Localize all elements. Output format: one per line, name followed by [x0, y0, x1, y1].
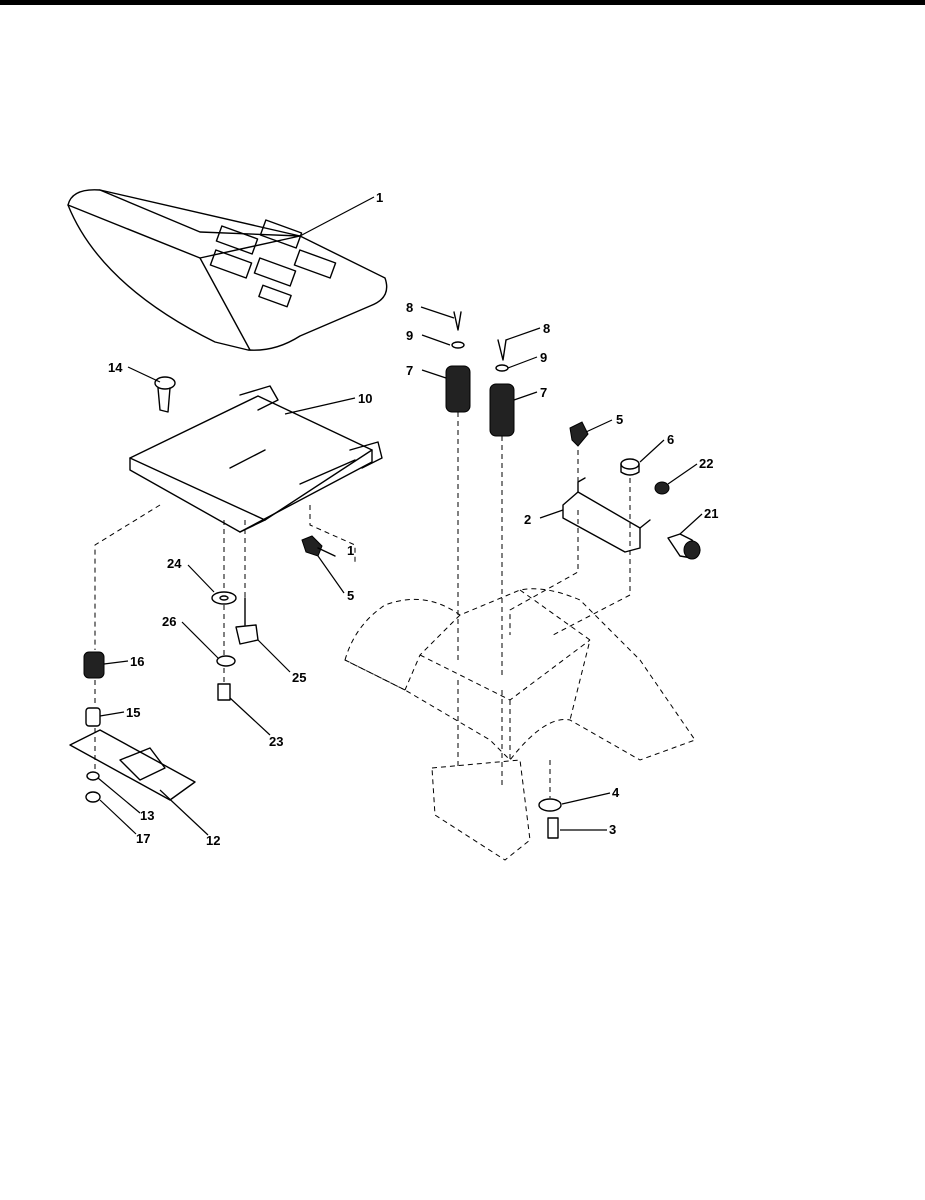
- callout-9b: 9: [540, 350, 547, 365]
- washer-26: [216, 655, 236, 667]
- callout-16: 16: [130, 654, 144, 669]
- callout-26: 26: [162, 614, 176, 629]
- knob-21: [667, 533, 701, 560]
- callout-1: 1: [376, 190, 383, 205]
- callout-12: 12: [206, 833, 220, 848]
- spring-assembly-left: [445, 311, 471, 413]
- callout-22: 22: [699, 456, 713, 471]
- nut-22: [654, 481, 670, 495]
- callout-3: 3: [609, 822, 616, 837]
- knob-part: [154, 376, 176, 413]
- assembly-lines: [94, 412, 631, 798]
- callout-13: 13: [140, 808, 154, 823]
- spring-16: [83, 651, 105, 679]
- leader-lines: [97, 196, 703, 836]
- fastener-5-right: [569, 421, 589, 447]
- callout-labels: 1 8 9 7 8 9 7 14 10 5 6 22 2 21 1 5 24 2…: [108, 190, 718, 848]
- bracket-part: [562, 477, 651, 553]
- fastener-5-left: [301, 535, 336, 557]
- callout-1b: 1: [347, 543, 354, 558]
- washer-24: [211, 591, 237, 605]
- top-border-rule: [0, 0, 925, 5]
- callout-8b: 8: [543, 321, 550, 336]
- callout-25: 25: [292, 670, 306, 685]
- plate-12: [69, 729, 196, 801]
- callout-21: 21: [704, 506, 718, 521]
- washer-4: [538, 798, 562, 812]
- callout-5b: 5: [347, 588, 354, 603]
- spacer-6: [620, 458, 640, 476]
- callout-2: 2: [524, 512, 531, 527]
- callout-10: 10: [358, 391, 372, 406]
- callout-9a: 9: [406, 328, 413, 343]
- callout-17: 17: [136, 831, 150, 846]
- callout-5a: 5: [616, 412, 623, 427]
- fender-chassis-outline: [344, 588, 696, 861]
- bolt-25: [235, 597, 259, 645]
- callout-15: 15: [126, 705, 140, 720]
- bolt-3: [547, 817, 559, 839]
- callout-23: 23: [269, 734, 283, 749]
- callout-7a: 7: [406, 363, 413, 378]
- bolt-23: [217, 683, 231, 701]
- nut-13: [86, 771, 100, 781]
- callout-24: 24: [167, 556, 182, 571]
- callout-7b: 7: [540, 385, 547, 400]
- callout-8a: 8: [406, 300, 413, 315]
- seat-part: [67, 189, 388, 351]
- callout-4: 4: [612, 785, 620, 800]
- seat-pan-part: [129, 385, 383, 533]
- washer-17: [85, 791, 101, 803]
- spacer-15: [85, 707, 101, 727]
- callout-6: 6: [667, 432, 674, 447]
- spring-assembly-right: [489, 339, 515, 437]
- callout-14: 14: [108, 360, 123, 375]
